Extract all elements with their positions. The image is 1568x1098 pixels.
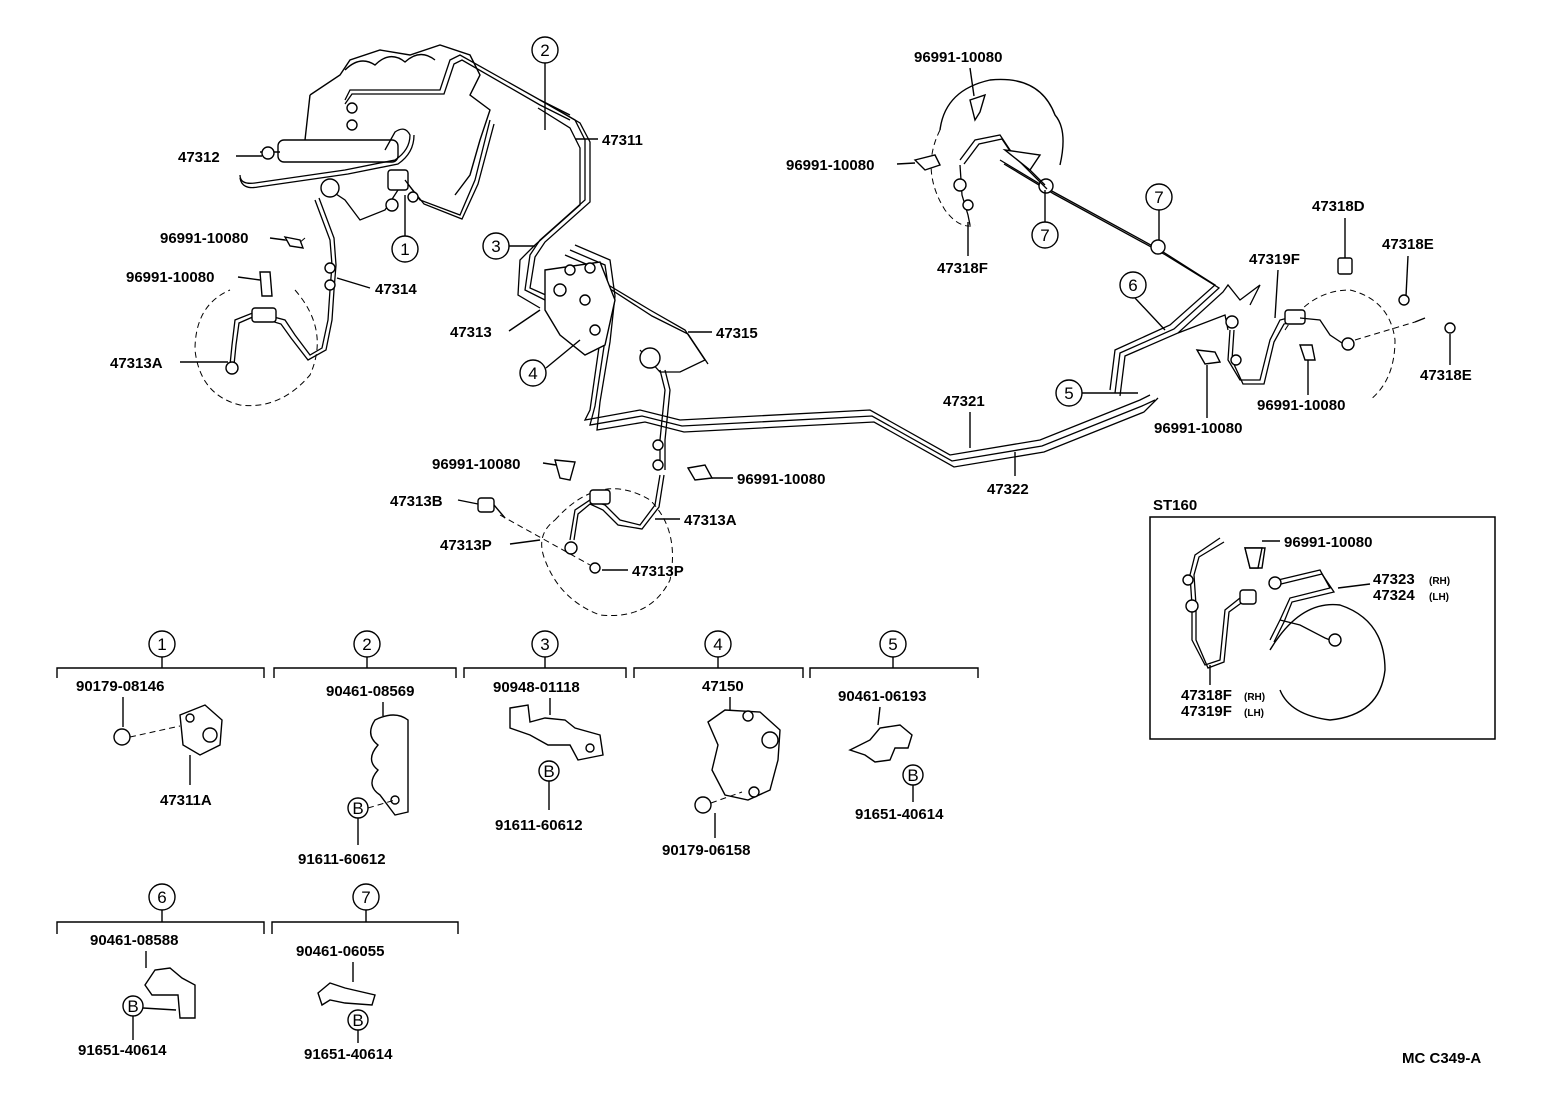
proportioning-valve	[544, 261, 616, 356]
callout-7b: 7	[1154, 188, 1163, 207]
label-47314: 47314	[375, 281, 417, 298]
master-cylinder-assembly	[239, 44, 571, 221]
detail-5-top-part: 90461-06193	[838, 688, 926, 705]
detail-5-bottom-part: 91651-40614	[855, 806, 944, 823]
callout-2: 2	[540, 41, 549, 60]
label-47318D: 47318D	[1312, 198, 1365, 215]
detail-group-5: 5 90461-06193 B 91651-40614	[809, 630, 979, 823]
st160-label-47324-side: (LH)	[1429, 592, 1449, 603]
detail-group-4: 4 47150 90179-06158	[633, 630, 804, 859]
label-47312: 47312	[178, 149, 220, 166]
detail-6-top-part: 90461-08588	[90, 932, 178, 949]
label-47318E-b: 47318E	[1420, 367, 1472, 384]
label-47318F: 47318F	[937, 260, 988, 277]
label-47318E-a: 47318E	[1382, 236, 1434, 253]
label-47313A-left: 47313A	[110, 355, 163, 372]
callout-5: 5	[1064, 384, 1073, 403]
callout-1: 1	[400, 240, 409, 259]
detail-3-bolt-marker: B	[543, 762, 554, 781]
st160-inset: ST160 96991-10080 47323 (RH) 47324 (LH) …	[1149, 497, 1496, 740]
label-clip-8: 96991-10080	[1257, 397, 1345, 414]
detail-1-bottom-part: 47311A	[160, 792, 212, 809]
detail-7-bottom-part: 91651-40614	[304, 1046, 393, 1063]
label-47321: 47321	[943, 393, 985, 410]
label-clip-5: 96991-10080	[432, 456, 520, 473]
detail-6-callout: 6	[157, 888, 166, 907]
detail-2-bolt-marker: B	[352, 799, 363, 818]
detail-3-callout: 3	[540, 635, 549, 654]
label-47313A-bottom: 47313A	[684, 512, 737, 529]
detail-4-bottom-part: 90179-06158	[662, 842, 750, 859]
main-brake-lines	[517, 99, 1261, 471]
st160-label-47319F: 47319F	[1181, 703, 1232, 720]
st160-label-47318F: 47318F	[1181, 687, 1232, 704]
label-clip-2: 96991-10080	[786, 157, 874, 174]
rear-left-brake	[477, 474, 673, 617]
st160-label-47324: 47324	[1373, 587, 1415, 604]
label-clip-3: 96991-10080	[160, 230, 248, 247]
st160-label-47323: 47323	[1373, 571, 1415, 588]
callout-6: 6	[1128, 276, 1137, 295]
st160-label-47319F-side: (LH)	[1244, 708, 1264, 719]
label-47313P-b: 47313P	[632, 563, 684, 580]
detail-4-callout: 4	[713, 635, 722, 654]
detail-group-6: 6 90461-08588 B 91651-40614	[56, 883, 265, 1059]
label-47313B: 47313B	[390, 493, 443, 510]
detail-4-top-part: 47150	[702, 678, 744, 695]
label-clip-6: 96991-10080	[737, 471, 825, 488]
callout-4: 4	[528, 364, 537, 383]
detail-group-1: 1 90179-08146 47311A	[56, 630, 265, 809]
detail-3-top-part: 90948-01118	[493, 679, 580, 696]
label-clip-1: 96991-10080	[914, 49, 1002, 66]
detail-1-callout: 1	[157, 635, 166, 654]
detail-6-bolt-marker: B	[127, 997, 138, 1016]
detail-7-bolt-marker: B	[352, 1011, 363, 1030]
main-labels: 47311 47312 47313 47313A 47313A 47313B 4…	[110, 49, 1472, 580]
st160-title: ST160	[1153, 497, 1197, 514]
label-clip-7: 96991-10080	[1154, 420, 1242, 437]
label-47315: 47315	[716, 325, 758, 342]
label-47311: 47311	[602, 132, 643, 149]
detail-2-callout: 2	[362, 635, 371, 654]
label-47319F: 47319F	[1249, 251, 1300, 268]
rear-right-brake	[930, 78, 1064, 227]
label-clip-4: 96991-10080	[126, 269, 214, 286]
label-47322: 47322	[987, 481, 1029, 498]
detail-7-top-part: 90461-06055	[296, 943, 384, 960]
drawing-code: MC C349-A	[1402, 1050, 1481, 1067]
detail-2-bottom-part: 91611-60612	[298, 851, 386, 868]
callout-markers: 1 2 3 4 5 6 7 7	[391, 36, 1173, 407]
st160-clip-label: 96991-10080	[1284, 534, 1372, 551]
st160-label-47318F-side: (RH)	[1244, 692, 1265, 703]
detail-7-callout: 7	[361, 888, 370, 907]
detail-group-2: 2 90461-08569 B 91611-60612	[273, 630, 457, 868]
rear-right-drum	[1225, 257, 1456, 401]
label-47313: 47313	[450, 324, 492, 341]
detail-2-top-part: 90461-08569	[326, 683, 414, 700]
detail-1-top-part: 90179-08146	[76, 678, 164, 695]
front-left-brake	[194, 197, 337, 407]
detail-group-7: 7 90461-06055 B 91651-40614	[271, 883, 459, 1063]
detail-5-bolt-marker: B	[907, 766, 918, 785]
st160-label-47323-side: (RH)	[1429, 576, 1450, 587]
callout-3: 3	[491, 237, 500, 256]
detail-group-3: 3 90948-01118 B 91611-60612	[463, 630, 627, 834]
detail-5-callout: 5	[888, 635, 897, 654]
label-47313P-a: 47313P	[440, 537, 492, 554]
detail-3-bottom-part: 91611-60612	[495, 817, 583, 834]
detail-6-bottom-part: 91651-40614	[78, 1042, 167, 1059]
st160-frame	[1149, 516, 1496, 740]
callout-7a: 7	[1040, 226, 1049, 245]
